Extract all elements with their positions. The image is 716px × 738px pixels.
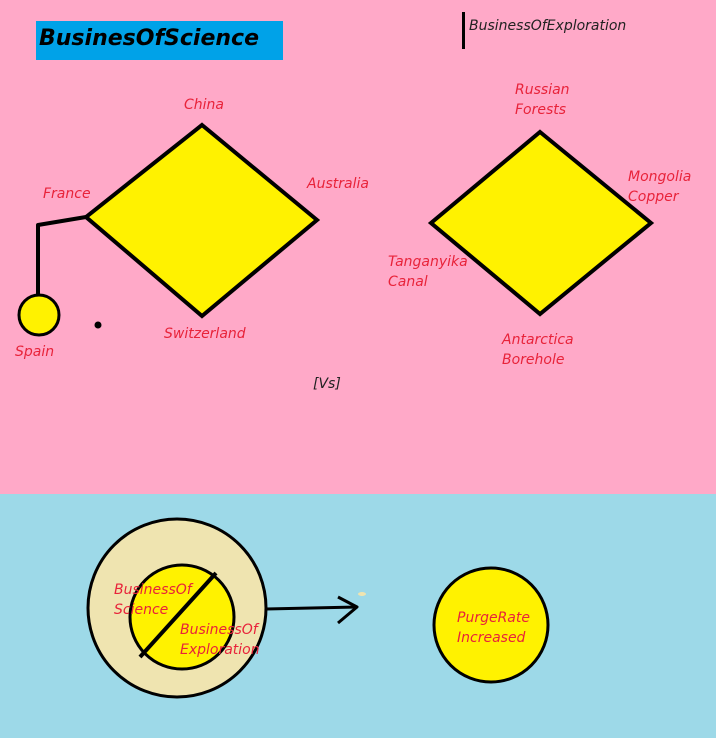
label-antarctica-borehole: Antarctica Borehole (502, 332, 574, 368)
label-business-of-exploration: BusinessOf Exploration (180, 622, 260, 658)
result-circle (432, 566, 550, 684)
label-australia: Australia (307, 176, 369, 192)
legend-label: BusinessOfExploration (469, 18, 627, 34)
title-box (36, 21, 283, 60)
spain-circle (17, 293, 61, 337)
label-switzerland: Switzerland (164, 326, 246, 342)
label-russian-forests: Russian Forests (515, 82, 570, 118)
label-purge-rate: PurgeRate Increased (457, 610, 530, 646)
label-spain: Spain (15, 344, 55, 360)
legend-bar (462, 12, 465, 49)
arrow-head (337, 595, 359, 625)
speck (358, 592, 366, 596)
arrow-shaft (265, 605, 358, 611)
dot-marker (94, 321, 102, 329)
science-diamond (82, 122, 321, 319)
versus-label: [Vs] (313, 376, 341, 392)
cancel-slash (138, 571, 218, 659)
exploration-diamond (427, 129, 655, 317)
label-tanganyika-canal: Tanganyika Canal (388, 254, 468, 290)
label-business-of-science: BusinessOf Science (114, 582, 192, 618)
inner-circle (128, 563, 236, 671)
label-china: China (184, 97, 224, 113)
label-mongolia-copper: Mongolia Copper (628, 169, 692, 205)
france-spain-connector (36, 215, 87, 302)
page-title: BusinesOfScience (39, 26, 259, 51)
label-france: France (43, 186, 91, 202)
